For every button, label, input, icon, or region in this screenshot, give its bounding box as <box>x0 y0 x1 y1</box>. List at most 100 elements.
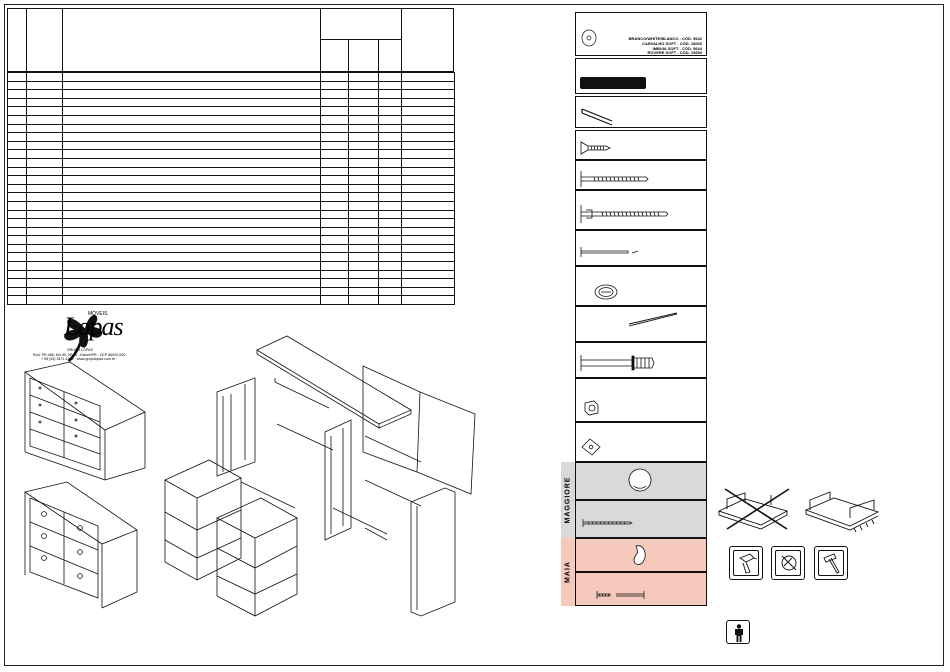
table-row <box>7 278 455 288</box>
table-cell <box>7 97 27 108</box>
hardware-rod-box <box>575 306 707 342</box>
table-cell <box>320 295 349 306</box>
table-row <box>7 209 455 220</box>
table-cell <box>7 114 27 125</box>
maia-handle-box <box>575 538 707 572</box>
screw-icon <box>580 141 611 155</box>
table-cell <box>348 140 379 151</box>
table-cell <box>378 200 402 211</box>
table-cell <box>348 72 379 82</box>
table-cell <box>378 218 402 228</box>
table-cell <box>348 218 379 228</box>
hardware-cam-box <box>575 378 707 422</box>
table-cell <box>62 218 321 228</box>
table-cell <box>320 149 349 159</box>
table-cell <box>320 200 349 211</box>
table-cell <box>26 286 63 297</box>
table-cell <box>26 114 63 125</box>
table-cell <box>7 218 27 228</box>
maia-label-text: MAIA <box>564 561 572 583</box>
table-cell <box>378 166 402 177</box>
table-row <box>7 157 455 168</box>
table-cell <box>348 235 379 245</box>
table-row <box>7 166 455 177</box>
table-cell <box>7 209 27 220</box>
table-cell <box>26 269 63 280</box>
table-cell <box>378 157 402 168</box>
table-cell <box>401 97 455 108</box>
table-cell <box>320 235 349 245</box>
hardware-screw-box <box>575 130 707 160</box>
table-cell <box>378 89 402 99</box>
table-cell <box>348 269 379 280</box>
table-cell <box>378 97 402 108</box>
dresser-assembled-drawing <box>24 361 146 481</box>
table-cell <box>62 157 321 168</box>
table-cell <box>320 123 349 134</box>
table-cell <box>401 72 455 82</box>
table-cell <box>348 149 379 159</box>
table-cell <box>401 183 455 194</box>
table-cell <box>401 80 455 91</box>
table-cell <box>62 97 321 108</box>
table-row <box>7 183 455 194</box>
tool-screwdriver-box <box>771 546 805 580</box>
table-cell <box>378 175 402 185</box>
table-cell <box>348 226 379 237</box>
table-cell <box>401 295 455 306</box>
table-cell <box>62 106 321 116</box>
table-cell <box>7 261 27 271</box>
table-cell <box>7 89 27 99</box>
table-cell <box>378 132 402 142</box>
table-cell <box>378 149 402 159</box>
hardware-dowel-box <box>575 58 707 94</box>
maia-label: MAIA <box>561 538 575 606</box>
table-cell <box>320 106 349 116</box>
table-cell <box>62 243 321 254</box>
table-cell <box>348 278 379 288</box>
table-cell <box>320 218 349 228</box>
table-cell <box>7 166 27 177</box>
assemble-on-protected-surface-icon <box>804 491 880 533</box>
table-cell <box>7 80 27 91</box>
table-cell <box>62 183 321 194</box>
table-cell <box>320 286 349 297</box>
table-cell <box>26 209 63 220</box>
hardware-bolt-box <box>575 160 707 190</box>
table-cell <box>378 106 402 116</box>
table-cell <box>7 252 27 263</box>
table-cell <box>7 286 27 297</box>
page-frame <box>4 4 944 666</box>
table-cell <box>348 114 379 125</box>
hardware-cap-box <box>575 266 707 306</box>
table-cell <box>401 166 455 177</box>
table-cell <box>62 192 321 202</box>
parts-table-body <box>7 72 455 306</box>
table-cell <box>320 132 349 142</box>
table-cell <box>320 80 349 91</box>
table-cell <box>320 269 349 280</box>
hammer-icon <box>823 553 840 574</box>
table-cell <box>348 261 379 271</box>
table-cell <box>320 243 349 254</box>
exploded-view-drawing <box>164 335 476 617</box>
brand-name: Lopas <box>64 312 124 341</box>
round-knob-icon <box>628 468 652 492</box>
table-cell <box>401 286 455 297</box>
table-cell <box>26 97 63 108</box>
table-cell <box>401 106 455 116</box>
table-cell <box>7 183 27 194</box>
table-cell <box>378 192 402 202</box>
cam-lock-icon <box>584 400 599 416</box>
table-cell <box>378 252 402 263</box>
table-row <box>7 123 455 134</box>
table-cell <box>26 235 63 245</box>
hardware-nail-box <box>575 230 707 266</box>
hardware-rail-box <box>575 96 707 128</box>
table-row <box>7 286 455 297</box>
color-code: BRANCO/WHITE/BLANCO - CÓD. 5642 <box>628 36 702 41</box>
table-cell <box>26 123 63 134</box>
table-cell <box>378 261 402 271</box>
table-cell <box>320 226 349 237</box>
table-cell <box>320 157 349 168</box>
